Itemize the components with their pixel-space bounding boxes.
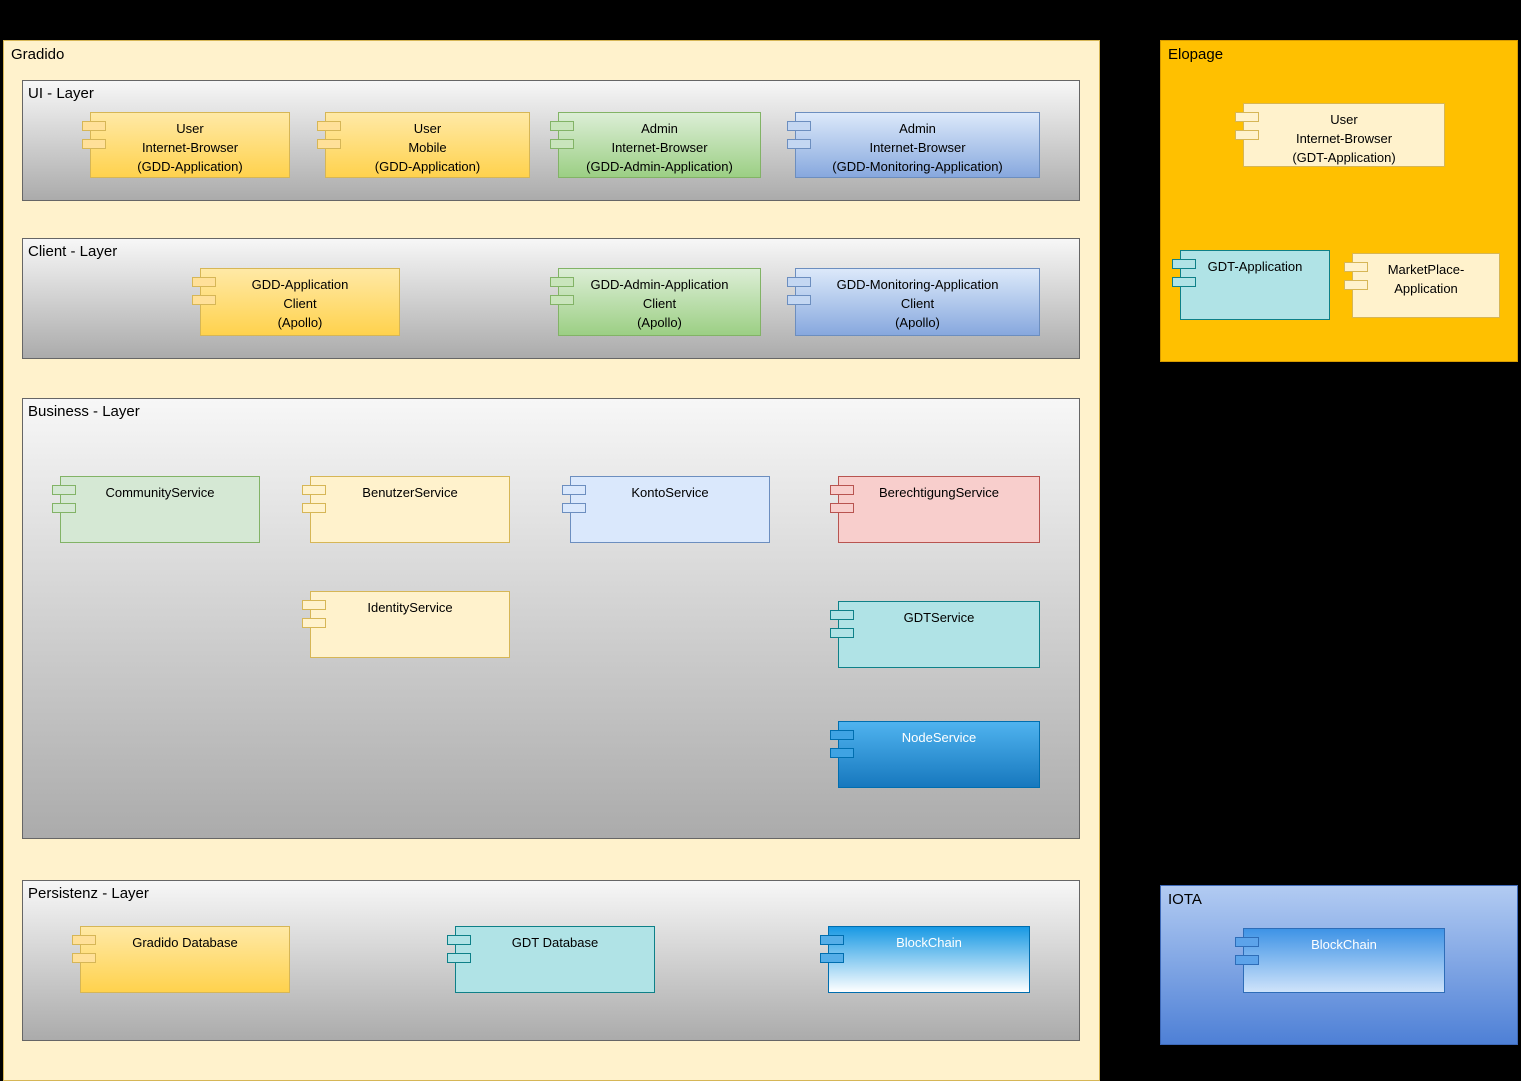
component-tab-icon: [562, 485, 586, 495]
component-tab-icon: [82, 121, 106, 131]
elopage-container-label: Elopage: [1168, 46, 1224, 63]
component-tab-icon: [1235, 112, 1259, 122]
component-tab-icon: [192, 295, 216, 305]
component-gdt-database: GDT Database: [447, 926, 655, 993]
business-layer-label: Business - Layer: [28, 403, 140, 420]
component-tab-icon: [82, 139, 106, 149]
component-tab-icon: [830, 610, 854, 620]
component-gdd-admin-application-client-apollo: GDD-Admin-Application Client (Apollo): [550, 268, 761, 336]
component-blockchain-persistenz: BlockChain: [820, 926, 1030, 993]
component-tab-icon: [562, 503, 586, 513]
component-tab-icon: [52, 503, 76, 513]
component-marketplace-application: MarketPlace- Application: [1344, 253, 1500, 318]
component-blockchain-iota: BlockChain: [1235, 928, 1445, 993]
client-layer-label: Client - Layer: [28, 243, 118, 260]
component-tab-icon: [820, 935, 844, 945]
component-user-internet-browser-gdd-application: User Internet-Browser (GDD-Application): [82, 112, 290, 178]
iota-container-label: IOTA: [1168, 891, 1202, 908]
component-tab-icon: [830, 730, 854, 740]
component-tab-icon: [830, 485, 854, 495]
component-tab-icon: [1235, 130, 1259, 140]
component-tab-icon: [1235, 937, 1259, 947]
ui-layer-label: UI - Layer: [28, 85, 94, 102]
component-gdd-application-client-apollo: GDD-Application Client (Apollo): [192, 268, 400, 336]
component-tab-icon: [830, 748, 854, 758]
component-tab-icon: [1172, 259, 1196, 269]
component-gdt-service: GDTService: [830, 601, 1040, 668]
component-user-mobile-gdd-application: User Mobile (GDD-Application): [317, 112, 530, 178]
component-benutzer-service: BenutzerService: [302, 476, 510, 543]
component-tab-icon: [302, 600, 326, 610]
component-tab-icon: [550, 121, 574, 131]
component-tab-icon: [302, 485, 326, 495]
component-tab-icon: [787, 295, 811, 305]
component-gradido-database: Gradido Database: [72, 926, 290, 993]
component-user-internet-browser-gdt-application: User Internet-Browser (GDT-Application): [1235, 103, 1445, 167]
component-tab-icon: [1344, 262, 1368, 272]
component-community-service: CommunityService: [52, 476, 260, 543]
gradido-container-label: Gradido: [11, 46, 65, 63]
component-tab-icon: [302, 503, 326, 513]
component-tab-icon: [550, 295, 574, 305]
component-identity-service: IdentityService: [302, 591, 510, 658]
component-tab-icon: [830, 503, 854, 513]
component-tab-icon: [72, 953, 96, 963]
component-tab-icon: [830, 628, 854, 638]
component-tab-icon: [787, 121, 811, 131]
component-tab-icon: [447, 935, 471, 945]
component-tab-icon: [302, 618, 326, 628]
component-tab-icon: [1235, 955, 1259, 965]
component-gdd-monitoring-application-client-apollo: GDD-Monitoring-Application Client (Apoll…: [787, 268, 1040, 336]
component-node-service: NodeService: [830, 721, 1040, 788]
component-tab-icon: [317, 139, 341, 149]
component-tab-icon: [1172, 277, 1196, 287]
component-tab-icon: [550, 139, 574, 149]
component-tab-icon: [317, 121, 341, 131]
persistenz-layer-label: Persistenz - Layer: [28, 885, 149, 902]
component-tab-icon: [1344, 280, 1368, 290]
component-tab-icon: [787, 139, 811, 149]
component-konto-service: KontoService: [562, 476, 770, 543]
component-tab-icon: [550, 277, 574, 287]
component-tab-icon: [52, 485, 76, 495]
component-berechtigung-service: BerechtigungService: [830, 476, 1040, 543]
component-tab-icon: [72, 935, 96, 945]
component-tab-icon: [447, 953, 471, 963]
component-tab-icon: [192, 277, 216, 287]
component-tab-icon: [787, 277, 811, 287]
component-gdt-application: GDT-Application: [1172, 250, 1330, 320]
component-admin-internet-browser-gdd-monitoring-application: Admin Internet-Browser (GDD-Monitoring-A…: [787, 112, 1040, 178]
component-tab-icon: [820, 953, 844, 963]
component-admin-internet-browser-gdd-admin-application: Admin Internet-Browser (GDD-Admin-Applic…: [550, 112, 761, 178]
